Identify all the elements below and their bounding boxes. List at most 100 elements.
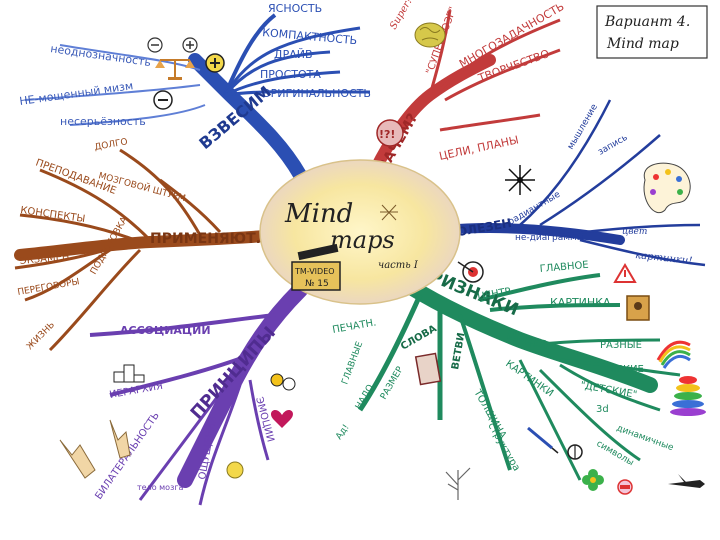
signs-item-bright: ЯРКИЕ bbox=[610, 364, 644, 375]
weigh-item-originality: ОРИГИНАЛЬНОСТЬ bbox=[262, 87, 371, 100]
signs-item-main-words: ГЛАВНЫЕ bbox=[340, 340, 365, 386]
branch-weigh-sub bbox=[224, 70, 341, 97]
spider-doodle-icon bbox=[380, 204, 398, 221]
branch-weigh: ЯСНОСТЬ КОМПАКТНОСТЬ ДРАЙВ ПРОСТОТА ОРИГ… bbox=[19, 2, 371, 182]
branch-signs-sub bbox=[559, 358, 681, 377]
hands-icon bbox=[59, 419, 131, 479]
branch-principles-sub bbox=[198, 384, 242, 506]
branch-weigh-sub bbox=[223, 26, 361, 96]
useful-item-record: запись bbox=[597, 133, 630, 158]
branch-principles-sub bbox=[89, 313, 276, 337]
exclaim-icon: !?! bbox=[376, 119, 404, 147]
branch-useful-sub bbox=[579, 238, 706, 267]
branch-signs-sub bbox=[538, 368, 641, 462]
branch-useful-sub bbox=[519, 99, 612, 226]
book-icon bbox=[414, 352, 442, 386]
plus-node-icon bbox=[205, 53, 225, 73]
pyramid-toy-icon bbox=[670, 376, 706, 416]
minus-plus-icon bbox=[147, 37, 198, 53]
branch-apply: ПРЕПОДАВАНИЕ КОНСПЕКТЫ ЭКЗАМЕН ПЕРЕГОВОР… bbox=[14, 137, 286, 352]
branch-apply-sub bbox=[119, 148, 202, 236]
variant-box: Вариант 4. Mind map bbox=[596, 5, 708, 59]
branch-useful-main bbox=[440, 223, 625, 245]
branch-why: Super! "СУПЕРМОЗГ" МНОГОЗАДАЧНОСТЬ ТВОРЧ… bbox=[369, 0, 566, 176]
masks-icon bbox=[270, 373, 296, 391]
portrait-icon bbox=[626, 295, 650, 321]
branch-weigh-sub bbox=[69, 104, 206, 126]
branch-signs-sub bbox=[559, 363, 661, 412]
syringe-icon bbox=[527, 426, 559, 454]
heart-icon bbox=[271, 410, 293, 428]
center-title-mind: Mind bbox=[284, 199, 353, 229]
useful-item-nondiagram: не-диаграммы bbox=[515, 233, 584, 243]
center-title-maps: maps bbox=[330, 226, 395, 254]
branch-why-sub bbox=[444, 48, 561, 102]
signs-item-branches: ВЕТВИ bbox=[450, 332, 467, 371]
branch-signs-sub bbox=[357, 293, 423, 412]
signs-item-hell: Ад! bbox=[334, 423, 351, 442]
radiant-arrows-icon bbox=[505, 165, 535, 195]
branch-useful: ПОЛЕЗЕН радиантные не-диаграммы мышление… bbox=[440, 99, 706, 267]
scales-icon bbox=[155, 59, 195, 80]
branch-apply-sub bbox=[48, 248, 142, 352]
lemon-icon bbox=[226, 461, 244, 479]
why-item-goals: ЦЕЛИ, ПЛАНЫ bbox=[438, 133, 520, 163]
branch-useful-sub bbox=[559, 223, 701, 237]
warning-icon bbox=[613, 263, 637, 283]
branch-principles-main bbox=[177, 282, 308, 488]
airplane-icon bbox=[668, 474, 705, 488]
branch-apply-sub bbox=[14, 244, 121, 270]
peace-icon bbox=[567, 444, 583, 460]
rainbow-icon bbox=[656, 340, 691, 369]
useful-item-radiant: радиантные bbox=[507, 189, 563, 227]
branch-signs-sub bbox=[518, 359, 582, 481]
minus-node-icon bbox=[153, 90, 173, 110]
branch-principles: АССОЦИАЦИИ ИЕРАРХИЯ БИЛАТЕРАЛЬНОСТЬ ОЩУЩ… bbox=[59, 282, 308, 506]
apply-item-exam: ЭКЗАМЕН bbox=[19, 252, 70, 267]
palette-icon bbox=[643, 162, 691, 213]
center-badge-line1: TM-VIDEO bbox=[294, 267, 335, 276]
branch-signs-sub bbox=[479, 273, 601, 302]
principles-item-associations: АССОЦИАЦИИ bbox=[120, 324, 211, 337]
weigh-item-clarity: ЯСНОСТЬ bbox=[268, 2, 322, 15]
weigh-item-ambiguity: неоднозначность bbox=[50, 42, 152, 69]
branch-signs-sub bbox=[458, 314, 512, 471]
weigh-item-drive: ДРАЙВ bbox=[274, 48, 313, 61]
film-clapper-icon: TM-VIDEO № 15 bbox=[291, 243, 341, 291]
apply-item-negotiations: ПЕРЕГОВОРЫ bbox=[17, 277, 81, 298]
podium-icon bbox=[113, 364, 145, 383]
center-badge-line2: № 15 bbox=[305, 279, 329, 289]
flower-icon bbox=[582, 469, 604, 491]
branch-why-sub bbox=[439, 113, 541, 132]
signs-item-3d: 3d bbox=[596, 404, 609, 415]
weigh-item-simplicity: ПРОСТОТА bbox=[260, 68, 321, 81]
useful-item-color: цвет bbox=[622, 227, 647, 237]
branch-weigh-sub bbox=[223, 50, 331, 96]
branch-apply-sub bbox=[39, 168, 152, 242]
branch-signs-sub bbox=[489, 303, 621, 312]
why-exclaim-text: !?! bbox=[379, 128, 395, 141]
useful-item-pictures: картинки! bbox=[635, 250, 693, 267]
branch-weigh-sub bbox=[24, 84, 201, 101]
branch-apply-main bbox=[14, 229, 286, 261]
no-sign-icon bbox=[617, 479, 633, 495]
principles-item-hierarchy: ИЕРАРХИЯ bbox=[109, 381, 164, 401]
branch-why-sub bbox=[438, 18, 561, 92]
weigh-item-notmodern: НЕ-мощенный мизм bbox=[19, 79, 134, 108]
branch-principles-sub bbox=[248, 379, 270, 461]
branch-weigh-sub bbox=[224, 90, 371, 97]
why-item-super: Super! bbox=[388, 0, 415, 32]
branch-signs-main bbox=[392, 272, 658, 393]
signs-item-picture: КАРТИНКА bbox=[550, 296, 611, 309]
variant-line2: Mind map bbox=[606, 36, 679, 52]
brain-icon bbox=[414, 22, 446, 48]
signs-item-different: РАЗНЫЕ bbox=[600, 340, 642, 351]
center-part: часть I bbox=[378, 260, 419, 271]
variant-line1: Вариант 4. bbox=[604, 14, 690, 30]
branch-principles-sub bbox=[109, 353, 251, 397]
branch-apply-sub bbox=[24, 248, 111, 302]
target-icon bbox=[457, 261, 484, 283]
signs-item-need: НАДО bbox=[354, 383, 376, 411]
signs-item-main: ГЛАВНОЕ bbox=[539, 260, 589, 275]
apply-title: ПРИМЕНЯЮТ... bbox=[150, 231, 272, 247]
